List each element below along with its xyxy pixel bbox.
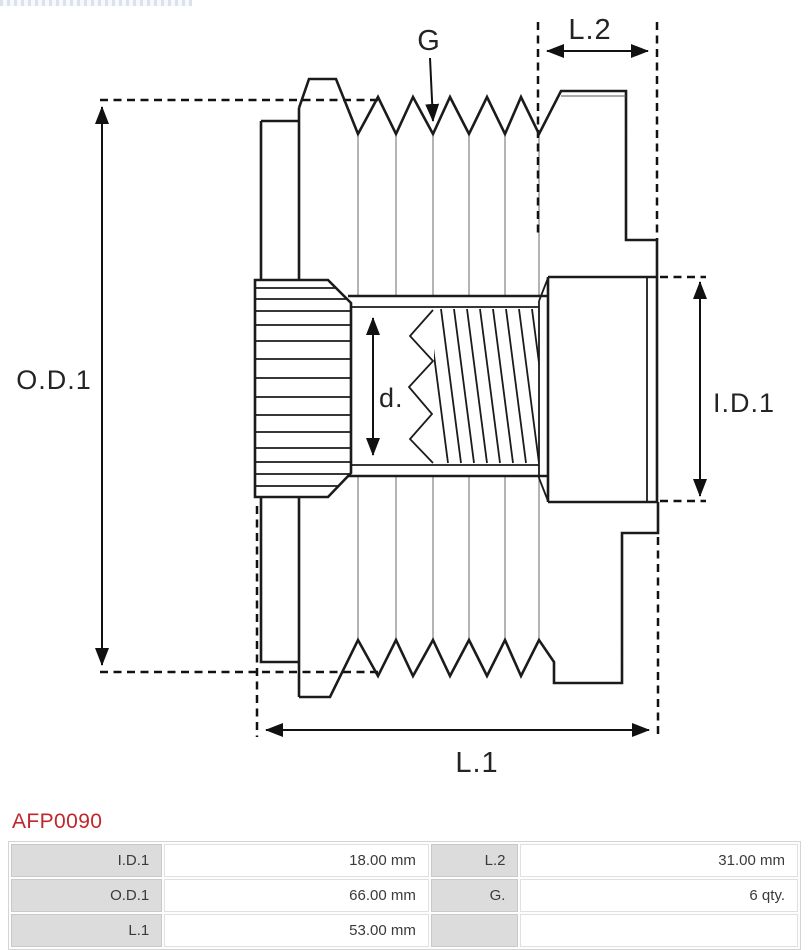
- sleeve-rails: [348, 294, 548, 478]
- table-row: L.1 53.00 mm: [11, 914, 798, 947]
- spec-label: L.2: [430, 844, 519, 877]
- spec-label: [430, 914, 519, 947]
- dim-label-od1: O.D.1: [16, 365, 92, 395]
- groove-valley-lines: [357, 136, 540, 639]
- pulley-technical-drawing: G L.2 O.D.1 I.D.1 d. L.1: [16, 14, 775, 779]
- dim-label-l2: L.2: [568, 14, 611, 46]
- dim-label-g: G: [417, 25, 441, 57]
- hub-section: [538, 275, 659, 504]
- spec-label: L.1: [11, 914, 163, 947]
- spec-label: O.D.1: [11, 879, 163, 912]
- extension-lines: [100, 22, 706, 737]
- table-row: O.D.1 66.00 mm G. 6 qty.: [11, 879, 798, 912]
- spec-label: I.D.1: [11, 844, 163, 877]
- spec-value: 53.00 mm: [164, 914, 429, 947]
- part-number: AFP0090: [12, 810, 103, 833]
- spec-label: G.: [430, 879, 519, 912]
- dim-label-d: d.: [379, 383, 404, 413]
- threaded-bore: [407, 308, 539, 464]
- spec-value: 66.00 mm: [164, 879, 429, 912]
- spec-value: [520, 914, 798, 947]
- partial-logo-strip: [0, 0, 192, 6]
- table-row: I.D.1 18.00 mm L.2 31.00 mm: [11, 844, 798, 877]
- spec-table: I.D.1 18.00 mm L.2 31.00 mm O.D.1 66.00 …: [8, 841, 801, 950]
- dim-label-l1: L.1: [455, 747, 498, 779]
- spec-value: 18.00 mm: [164, 844, 429, 877]
- dimension-lines: [95, 44, 707, 737]
- g-leader-arrow: [425, 57, 440, 122]
- knurled-section: [253, 278, 353, 499]
- dim-label-id1: I.D.1: [713, 388, 775, 418]
- spec-value: 6 qty.: [520, 879, 798, 912]
- spec-value: 31.00 mm: [520, 844, 798, 877]
- pulley-outline: [259, 77, 660, 699]
